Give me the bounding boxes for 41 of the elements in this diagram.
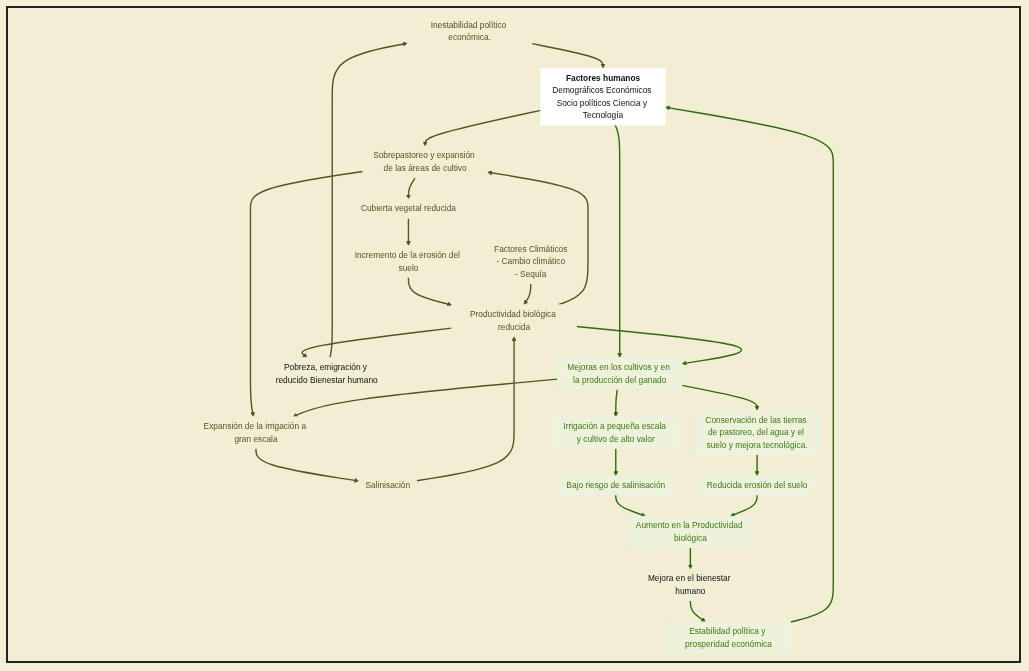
- arrow: [730, 494, 758, 517]
- node-text: Sobrepastoreo y expansión de las áreas de cultivo: [373, 150, 475, 173]
- arrow: [249, 170, 364, 417]
- arrow: [407, 276, 452, 307]
- node-box: Estabilidad política y prosperidad económica: [665, 621, 792, 654]
- node-box: Conservación de las tierras de pastoreo, del agua y el suelo y mejora tecnológica.: [694, 410, 820, 455]
- node-box: Factores humanos Demográficos Económicos Socio políticos Ciencia y Tecnología: [540, 68, 666, 126]
- node-box: Bajo riesgo de salinisación: [559, 475, 673, 496]
- node-box: Mejoras en los cultivos y en la producción del ganado: [557, 357, 683, 390]
- arrow: [329, 41, 408, 359]
- arrow: [523, 282, 532, 305]
- node-text: Expansión de la irrigación a gran escala: [203, 421, 307, 444]
- node-text: Incremento de la erosión del suelo: [354, 250, 460, 273]
- arrow: [575, 325, 743, 366]
- arrow: [422, 109, 542, 147]
- node-box: Reducida erosión del suelo: [699, 475, 815, 496]
- arrow: [406, 217, 411, 246]
- node-text: Cubierta vegetal reducida: [360, 203, 456, 213]
- arrow: [301, 327, 453, 358]
- node-box: Irrigación a pequeña escala y cultivo de alto valor: [553, 416, 679, 449]
- arrow: [292, 378, 559, 418]
- node-text: Salinisación: [365, 480, 411, 490]
- arrow: [613, 388, 619, 417]
- arrow: [754, 453, 760, 477]
- node-text: Pobreza, emigración y reducido Bienestar humano: [275, 362, 378, 385]
- arrow: [531, 42, 606, 69]
- arrow: [681, 384, 760, 411]
- arrow: [614, 124, 623, 358]
- arrow: [615, 494, 646, 517]
- node-text: Factores Climáticos - Cambio climático - Sequía: [494, 243, 568, 279]
- arrow: [665, 105, 834, 623]
- node-text: Inestabilidad político económica.: [430, 19, 507, 42]
- arrow: [687, 547, 693, 570]
- arrow: [613, 447, 619, 477]
- node-text: Mejora en el bienestar humano: [647, 573, 731, 596]
- node-text: Productividad biológica reducida: [470, 309, 556, 332]
- node-box: Aumento en la Productividad biológica: [627, 515, 753, 549]
- arrow: [689, 600, 706, 623]
- arrow: [255, 447, 360, 483]
- arrow: [416, 336, 517, 482]
- arrow: [406, 177, 416, 200]
